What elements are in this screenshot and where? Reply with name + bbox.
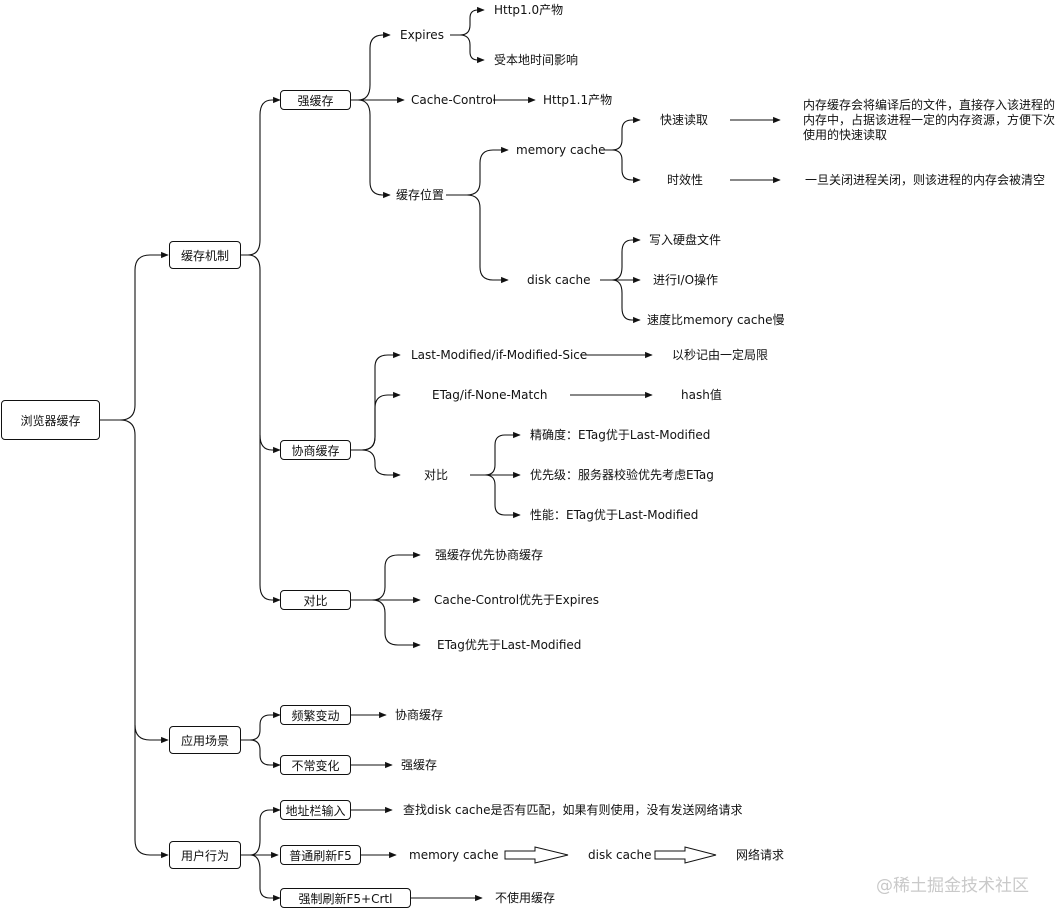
node-performance: 性能：ETag优于Last-Modified [530, 508, 699, 522]
node-contrast-3: ETag优先于Last-Modified [437, 638, 582, 652]
node-rare[interactable]: 不常变化 [280, 755, 351, 775]
node-http10: Http1.0产物 [494, 3, 564, 17]
node-rare-result: 强缓存 [401, 758, 438, 772]
root-node[interactable]: 浏览器缓存 [1, 400, 100, 440]
node-fast-read[interactable]: 快速读取 [660, 113, 709, 127]
node-strong-cache[interactable]: 强缓存 [280, 90, 351, 110]
node-http11: Http1.1产物 [543, 93, 613, 107]
connector-root-scenarios [119, 419, 169, 744]
node-precision: 精确度：ETag优于Last-Modified [530, 428, 711, 442]
node-user-behavior[interactable]: 用户行为 [169, 841, 241, 869]
node-last-modified[interactable]: Last-Modified/if-Modified-Sice [411, 348, 588, 362]
node-priority: 优先级：服务器校验优先考虑ETag [530, 468, 714, 482]
node-timeliness-desc: 一旦关闭进程关闭，则该进程的内存会被清空 [805, 173, 1046, 187]
node-disk-io: 进行I/O操作 [653, 273, 719, 287]
node-negotiate-compare[interactable]: 对比 [424, 468, 449, 482]
node-force-refresh[interactable]: 强制刷新F5+Crtl [280, 888, 411, 908]
node-frequent-result: 协商缓存 [395, 708, 444, 722]
node-disk-write: 写入硬盘文件 [649, 233, 722, 247]
node-cache-control[interactable]: Cache-Control [411, 93, 497, 107]
node-expires[interactable]: Expires [400, 28, 444, 42]
node-disk-slower: 速度比memory cache慢 [647, 313, 785, 327]
node-etag-note: hash值 [681, 388, 722, 402]
watermark: @稀土掘金技术社区 [876, 876, 1029, 896]
node-negotiate-cache[interactable]: 协商缓存 [280, 440, 351, 460]
block-arrow-2 [654, 846, 717, 864]
node-force-result: 不使用缓存 [495, 891, 556, 905]
node-scenarios[interactable]: 应用场景 [169, 726, 241, 754]
node-contrast[interactable]: 对比 [280, 590, 351, 610]
node-contrast-1: 强缓存优先协商缓存 [435, 548, 544, 562]
node-timeliness[interactable]: 时效性 [667, 173, 704, 187]
node-local-time: 受本地时间影响 [494, 53, 579, 67]
block-arrow-1 [504, 846, 569, 864]
node-address-bar[interactable]: 地址栏输入 [280, 800, 351, 820]
node-f5-step2: disk cache [588, 848, 652, 862]
node-etag[interactable]: ETag/if-None-Match [432, 388, 548, 402]
node-contrast-2: Cache-Control优先于Expires [434, 593, 599, 607]
node-f5[interactable]: 普通刷新F5 [280, 845, 361, 865]
node-cache-mechanism[interactable]: 缓存机制 [169, 241, 241, 269]
node-address-result: 查找disk cache是否有匹配，如果有则使用，没有发送网络请求 [403, 803, 743, 817]
node-disk-cache[interactable]: disk cache [527, 273, 591, 287]
node-f5-step1: memory cache [409, 848, 499, 862]
node-fast-read-desc: 内存缓存会将编译后的文件，直接存入该进程的内存中，占据该进程一定的内存资源，方便… [803, 98, 1056, 142]
connector-root-cache-mechanism [100, 251, 169, 421]
node-f5-step3: 网络请求 [736, 848, 785, 862]
node-frequent[interactable]: 频繁变动 [280, 705, 351, 725]
node-memory-cache[interactable]: memory cache [516, 143, 606, 157]
node-last-modified-note: 以秒记由一定局限 [672, 348, 769, 362]
node-cache-location[interactable]: 缓存位置 [396, 188, 445, 202]
connector-root-user [134, 725, 169, 859]
